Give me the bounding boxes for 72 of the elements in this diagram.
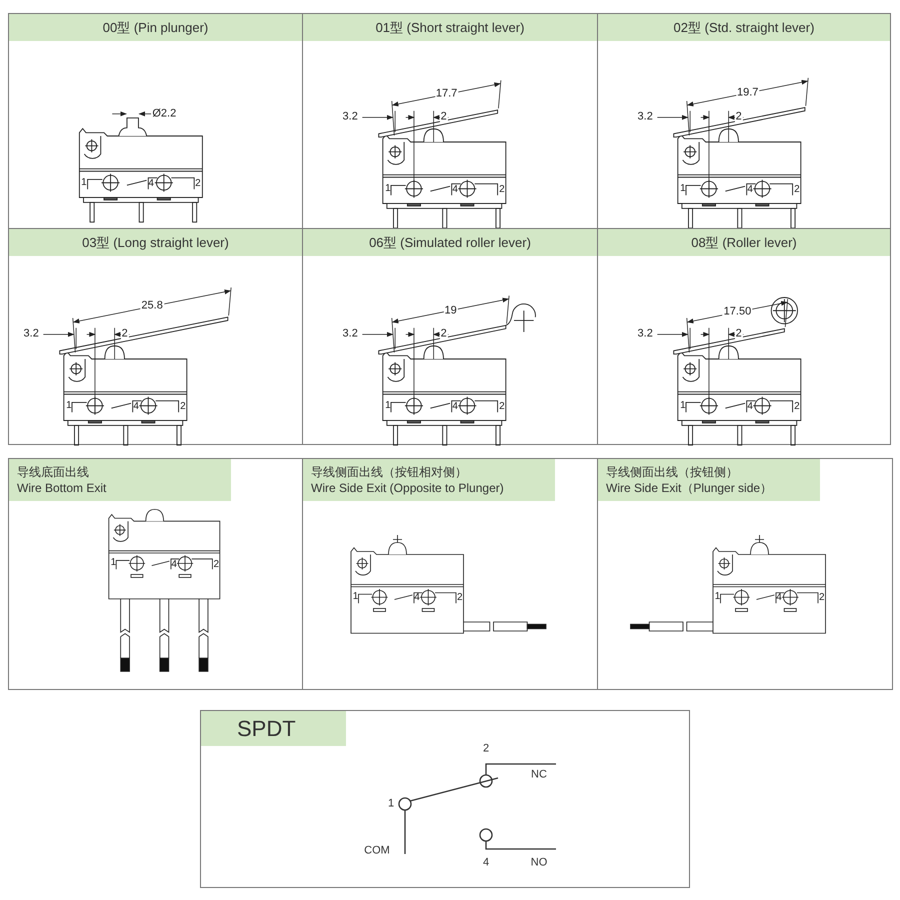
header-text: Wire Side Exit (Opposite to Plunger) <box>311 480 505 496</box>
terminal-label: NC <box>531 770 547 780</box>
spec-panel <box>302 228 598 445</box>
pin-label: 1 <box>714 592 720 602</box>
spec-panel <box>302 13 598 229</box>
header-band: 03型 (Long straight lever) <box>9 229 302 256</box>
header-band: 08型 (Roller lever) <box>598 229 890 256</box>
pin-label: 4 <box>414 593 420 604</box>
dimension-label: 19 <box>444 305 458 316</box>
dimension-label: 2 <box>734 112 743 123</box>
pin-label: 4 <box>452 402 458 412</box>
header-band: SPDT <box>201 711 346 746</box>
pin-label: 2 <box>794 185 800 196</box>
dimension-label: 3.2 <box>636 328 654 340</box>
header-text: 导线底面出线 <box>17 464 90 480</box>
terminal-label: 4 <box>482 858 490 868</box>
terminal-label: 2 <box>482 744 490 754</box>
pin-label: 2 <box>499 185 505 196</box>
dimension-label: 3.2 <box>342 112 359 123</box>
pin-label: 2 <box>818 593 825 604</box>
terminal-label: NO <box>530 858 548 868</box>
dimension-label: Ø2.2 <box>151 108 178 120</box>
dimension-label: 2 <box>120 328 129 340</box>
pin-label: 2 <box>456 593 463 604</box>
header-text: 导线侧面出线（按钮相对侧） <box>311 464 468 480</box>
pin-label: 1 <box>385 184 391 194</box>
dimension-label: 2 <box>734 328 743 340</box>
pin-label: 2 <box>180 402 186 412</box>
header-text: Wire Side Exit（Plunger side） <box>606 480 774 496</box>
spec-panel <box>597 13 891 229</box>
pin-label: 1 <box>66 400 72 411</box>
pin-label: 2 <box>794 402 800 412</box>
pin-label: 4 <box>747 185 753 196</box>
pin-label: 1 <box>680 184 686 194</box>
pin-label: 2 <box>499 402 505 412</box>
header-band: 06型 (Simulated roller lever) <box>303 229 597 256</box>
pin-label: 1 <box>385 400 391 411</box>
header-band: 02型 (Std. straight lever) <box>598 14 890 41</box>
dimension-label: 3.2 <box>636 112 654 123</box>
terminal-label: COM <box>364 846 390 856</box>
pin-label: 1 <box>352 592 358 602</box>
pin-label: 4 <box>452 185 458 196</box>
spec-panel <box>8 228 303 445</box>
dimension-label: 17.7 <box>434 88 458 100</box>
dimension-label: 3.2 <box>22 328 40 340</box>
header-band: 00型 (Pin plunger) <box>9 14 302 41</box>
terminal-label: 1 <box>388 798 394 810</box>
pin-label: 1 <box>680 400 686 411</box>
pin-label: 4 <box>747 402 753 412</box>
dimension-label: 25.8 <box>140 300 164 312</box>
spec-panel <box>8 13 303 229</box>
pin-label: 1 <box>110 558 116 568</box>
pin-label: 4 <box>133 402 139 412</box>
pin-label: 4 <box>148 179 154 190</box>
header-text: Wire Bottom Exit <box>17 480 108 496</box>
dimension-label: 3.2 <box>342 328 359 340</box>
pin-label: 1 <box>81 178 87 188</box>
spec-panel <box>597 228 891 445</box>
spec-panel <box>302 458 598 690</box>
pin-label: 2 <box>214 560 220 570</box>
pin-label: 4 <box>171 560 177 570</box>
spec-panel <box>597 458 893 690</box>
header-text: 导线侧面出线（按钮侧） <box>606 464 739 480</box>
dimension-label: 17.50 <box>722 306 752 318</box>
header-band: 01型 (Short straight lever) <box>303 14 597 41</box>
pin-label: 4 <box>776 593 782 604</box>
spec-panel <box>8 458 303 690</box>
dimension-label: 19.7 <box>736 88 760 99</box>
pin-label: 2 <box>195 179 201 190</box>
spec-panel <box>200 710 690 888</box>
dimension-label: 2 <box>440 112 448 123</box>
dimension-label: 2 <box>440 328 448 340</box>
